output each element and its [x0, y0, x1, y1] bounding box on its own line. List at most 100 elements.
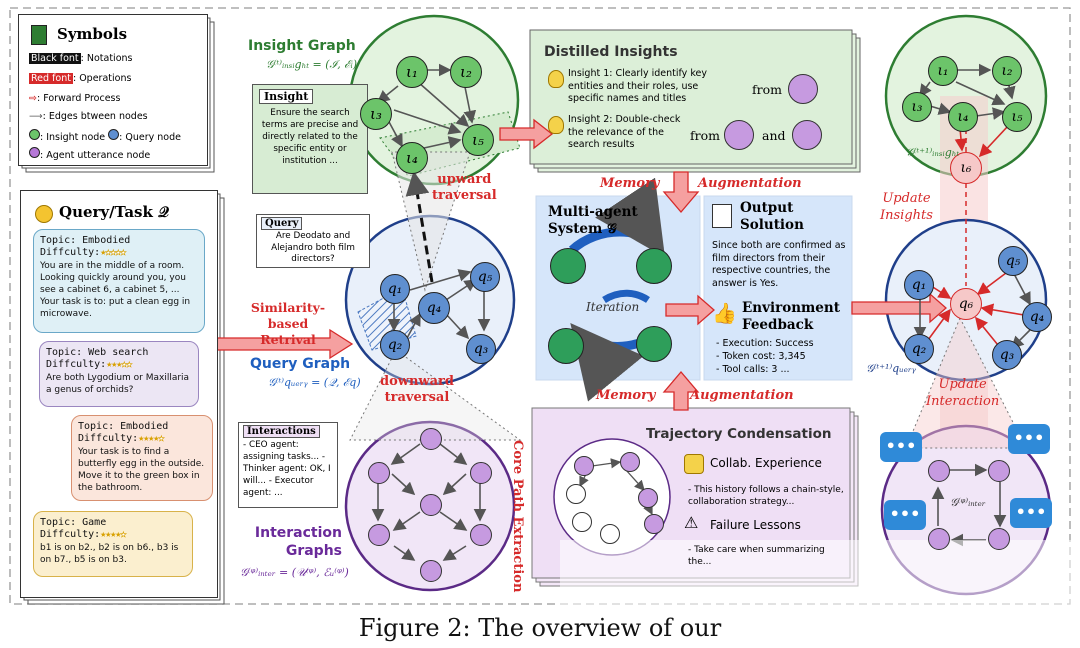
agent-avatar-icon — [792, 120, 822, 150]
query-task-title: Query/Task 𝒬 — [59, 203, 169, 221]
trajectory-edges — [579, 458, 653, 516]
star-rating-icon: ★★★★★ — [100, 529, 126, 541]
update-interaction-label: Update Interaction — [926, 376, 999, 410]
insight-node-icon — [29, 129, 40, 140]
failure-title: Failure Lessons — [710, 518, 801, 532]
iteration-label: Iteration — [586, 300, 640, 314]
augmentation-label-bottom: Augmentation — [690, 388, 794, 403]
agent-avatar-icon — [550, 248, 586, 284]
insight-graph-formula: 𝒢⁽ᵗ⁾ᵢₙₛᵢgₕₜ = (ℐ, ℰᵢ) — [266, 58, 358, 71]
agent-avatar-icon — [644, 514, 664, 534]
upward-traversal-arrow — [405, 171, 434, 283]
arrow-memory-up — [662, 370, 700, 411]
node-label: ι₂ — [460, 63, 472, 81]
task-text: Your task is to find a butterfly egg in … — [78, 446, 205, 493]
agent-avatar-icon — [470, 524, 492, 546]
query-task-card: Query/Task 𝒬 Topic: Embodied Diffculty:★… — [20, 190, 218, 598]
agent-avatar-icon — [928, 460, 950, 482]
chat-bubble-icon: ••• — [880, 432, 922, 462]
right-insight-node-i3: ι₃ — [902, 92, 932, 122]
mas-title-line2: System 𝒢 — [548, 221, 617, 237]
node-label: ι₃ — [370, 105, 382, 123]
insight-node-i5: ι₅ — [462, 124, 494, 156]
insight-2-text: Insight 2: Double-check the relevance of… — [568, 114, 681, 150]
agent-avatar-icon — [988, 460, 1010, 482]
output-title-line2: Solution — [740, 217, 804, 233]
arrow-to-update — [851, 292, 947, 324]
right-inter-formula: 𝒢⁽ᵠ⁾ᵢₙₜₑᵣ — [950, 496, 986, 509]
arrow-memory-down — [662, 171, 700, 214]
iteration-cycle-top — [568, 177, 666, 258]
warning-icon: ⚠ — [684, 513, 699, 532]
query-callout: Query Are Deodato and Alejandro both fil… — [256, 214, 370, 268]
right-query-formula: 𝒢⁽ᵗ⁺¹⁾qᵤₑᵣᵧ — [866, 362, 916, 375]
query-callout-label: Query — [261, 217, 303, 230]
agent-avatar-icon — [420, 494, 442, 516]
black-font-desc: : Notations — [80, 53, 133, 64]
agent-avatar-icon — [928, 528, 950, 550]
update-interaction-line1: Update — [938, 377, 987, 392]
chat-bubble-icon: ••• — [884, 500, 926, 530]
upward-line2: traversal — [432, 188, 497, 203]
agent-avatar-icon — [636, 248, 672, 284]
forward-desc: : Forward Process — [36, 93, 121, 104]
iteration-cycle-mid — [602, 289, 650, 304]
right-insight-formula: 𝒢⁽ᵗ⁺¹⁾ᵢₙₛᵢgₕₜ — [906, 146, 960, 159]
empty-node — [572, 512, 592, 532]
query-node-q1: q₁ — [380, 274, 410, 304]
interaction-title-line1: Interaction — [254, 525, 342, 541]
agent-avatar-icon — [420, 560, 442, 582]
insight-node-i2: ι₂ — [450, 56, 482, 88]
from-label-2: from — [690, 128, 720, 143]
node-label: q₅ — [1005, 253, 1021, 269]
star-rating-icon: ★★★★★ — [100, 247, 126, 259]
node-label: q₂ — [911, 341, 927, 357]
query-node-q2: q₂ — [380, 330, 410, 360]
handshake-icon — [684, 454, 704, 474]
agent-avatar-icon — [368, 524, 390, 546]
env-line2: Feedback — [742, 317, 814, 333]
right-query-node-q2: q₂ — [904, 334, 934, 364]
node-label: q₃ — [999, 347, 1015, 363]
right-query-node-q3: q₃ — [992, 340, 1022, 370]
node-label: ι₁ — [937, 63, 949, 79]
env-line1: Environment — [742, 300, 840, 316]
agent-avatar-icon — [420, 428, 442, 450]
difficulty-label: Diffculty: — [40, 247, 101, 259]
symbols-card: Symbols Black font: Notations Red font: … — [18, 14, 208, 166]
figure-caption: Figure 2: The overview of our — [358, 614, 722, 642]
update-interaction-line2: Interaction — [926, 394, 1000, 409]
empty-node — [566, 484, 586, 504]
task-difficulty: Diffculty:★★★★★ — [40, 529, 186, 541]
query-node-q5: q₅ — [470, 262, 500, 292]
query-graph-formula: 𝒢⁽ᵗ⁾qᵤₑᵣᵧ = (𝒬, ℰq) — [268, 376, 361, 389]
red-font-row: Red font: Operations — [29, 73, 131, 84]
insight-node-i3: ι₃ — [360, 98, 392, 130]
update-insights-label: Update Insights — [880, 190, 933, 224]
tool-calls: - Tool calls: 3 ... — [716, 364, 790, 375]
node-label: ι₆ — [960, 160, 972, 176]
query-graph-title: Query Graph — [250, 356, 351, 372]
node-label: q₄ — [1029, 309, 1045, 325]
task-text: b1 is on b2., b2 is on b6., b3 is on b7.… — [40, 542, 179, 565]
failure-text: - Take care when summarizing the... — [688, 545, 825, 567]
fade-overlay — [560, 540, 1080, 648]
task-topic: Topic: Embodied — [78, 421, 169, 432]
red-font-desc: : Operations — [72, 73, 132, 84]
node-label: q₄ — [426, 300, 442, 316]
agent-avatar-icon — [470, 462, 492, 484]
arrow-similarity — [213, 328, 354, 360]
token-cost: - Token cost: 3,345 — [716, 351, 806, 362]
difficulty-label: Diffculty: — [40, 529, 101, 541]
difficulty-label: Diffculty: — [78, 433, 139, 445]
upward-line1: upward — [437, 172, 492, 187]
clipboard-icon — [712, 204, 732, 228]
similarity-retrieval-label: Similarity- based Retrival — [240, 300, 336, 348]
task-topic: Topic: Embodied — [40, 235, 131, 246]
task-difficulty: Diffculty:★★★★★ — [78, 433, 206, 445]
star-rating-icon: ★★★★★ — [138, 433, 164, 445]
insight-callout-label: Insight — [259, 89, 314, 104]
query-node-desc: : Query node — [119, 132, 181, 143]
query-node-q4: q₄ — [418, 292, 450, 324]
node-label: q₃ — [473, 341, 489, 357]
